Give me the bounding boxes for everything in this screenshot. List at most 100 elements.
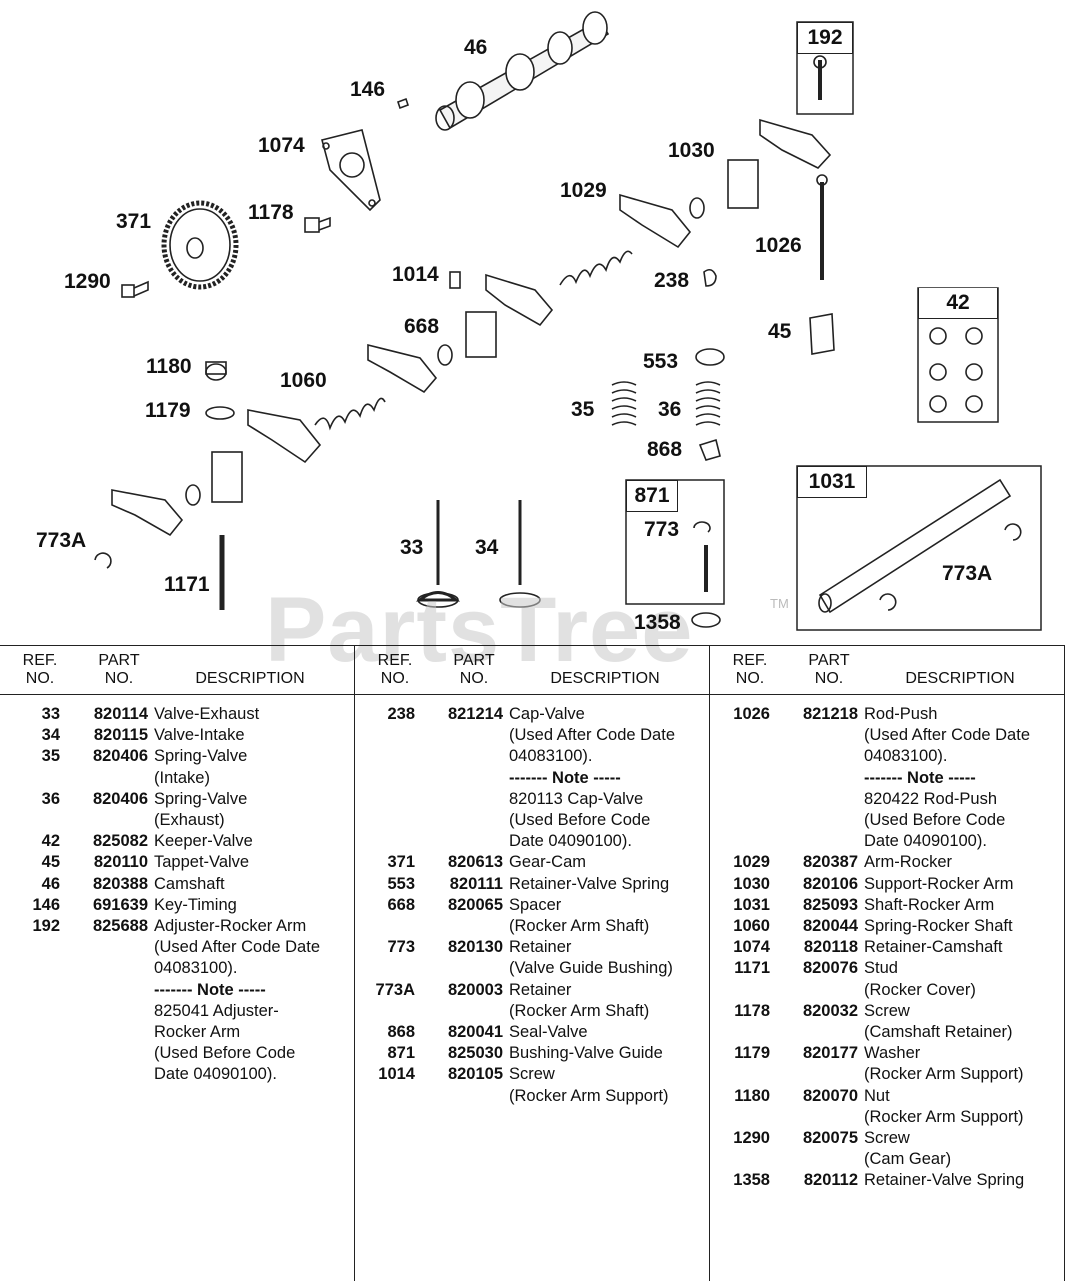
part-description: 820422 Rod-Push (Used Before Code Date 0… [864, 789, 1006, 851]
part-description: Stud (Rocker Cover) [864, 959, 976, 999]
ref-number: 773A [375, 980, 415, 999]
box-label-871: 871 [626, 480, 678, 512]
note-label: ------- Note ----- [509, 768, 621, 787]
callout-868: 868 [647, 438, 683, 461]
note-label: ------- Note ----- [864, 768, 976, 787]
callout-1290: 1290 [64, 270, 111, 293]
part-description: 820113 Cap-Valve (Used Before Code Date … [509, 789, 651, 851]
part-number: 820105 [447, 1065, 503, 1084]
ref-number [0, 980, 60, 1001]
part-number: 820075 [802, 1129, 858, 1148]
part-description: Cap-Valve (Used After Code Date 04083100… [509, 705, 675, 766]
keepers-drawing [929, 327, 983, 413]
part-number: 825688 [92, 917, 148, 936]
column-header: REF. NO. PART NO. DESCRIPTION [0, 646, 354, 695]
part-description: Seal-Valve [509, 1023, 588, 1042]
part-number: 825093 [802, 895, 858, 914]
exploded-parts-diagram: PartsTree TM 192 42 871 1031 773A 46 146… [36, 11, 1042, 681]
part-number: 820112 [803, 1171, 858, 1190]
callout-1171: 1171 [164, 573, 210, 596]
camshaft-drawing [435, 11, 610, 131]
part-description: Screw (Camshaft Retainer) [864, 1001, 1013, 1042]
part-number: 820406 [92, 789, 148, 808]
part-description: Key-Timing [154, 895, 237, 914]
ref-number: 1074 [733, 938, 770, 957]
part-number: 825030 [447, 1044, 503, 1063]
part-description: Spring-Rocker Shaft [864, 917, 1013, 936]
header-ref: REF. NO. [377, 652, 413, 687]
part-description: Camshaft [154, 874, 225, 893]
box-label-192: 192 [797, 22, 853, 54]
callout-1060: 1060 [280, 369, 327, 392]
part-number: 820177 [802, 1044, 858, 1063]
header-part: PART NO. [98, 652, 140, 687]
column-header: REF. NO. PART NO. DESCRIPTION [355, 646, 709, 695]
part-number: 821218 [802, 705, 858, 723]
ref-number: 1171 [734, 959, 770, 978]
part-number: 820130 [447, 938, 503, 957]
box-label-42: 42 [918, 288, 998, 319]
box-label-1031: 1031 [797, 466, 867, 498]
part-number: 820070 [802, 1086, 858, 1105]
callout-1180: 1180 [146, 355, 192, 378]
part-description: Shaft-Rocker Arm [864, 895, 995, 914]
callout-1030: 1030 [668, 139, 715, 162]
part-description: Arm-Rocker [864, 853, 953, 872]
ref-number: 146 [32, 895, 60, 914]
part-description: Keeper-Valve [154, 832, 253, 851]
callout-35: 35 [571, 398, 595, 421]
part-number: 820111 [449, 874, 503, 893]
ref-number: 42 [41, 832, 60, 851]
part-description: Rod-Push (Used After Code Date 04083100)… [864, 705, 1030, 766]
part-description: Screw (Rocker Arm Support) [509, 1065, 669, 1105]
ref-number: 868 [387, 1023, 415, 1042]
callout-1029: 1029 [560, 179, 607, 202]
callout-34: 34 [475, 536, 499, 559]
part-description: Retainer (Rocker Arm Shaft) [509, 980, 650, 1020]
header-description: DESCRIPTION [195, 670, 305, 687]
ref-number: 35 [41, 747, 60, 766]
ref-number: 553 [387, 874, 415, 893]
table-row: 825041 Adjuster- Rocker Arm (Used Before… [0, 1001, 354, 1086]
ref-number: 773 [387, 938, 415, 957]
parts-illustration [94, 11, 1042, 631]
ref-number: 1180 [734, 1086, 770, 1105]
part-number: 820032 [802, 1001, 858, 1020]
part-number: 820115 [93, 726, 148, 745]
part-number: 820065 [447, 895, 503, 914]
part-description: Washer (Rocker Arm Support) [864, 1044, 1024, 1084]
part-number: 820114 [93, 705, 148, 723]
callout-1074: 1074 [258, 134, 305, 157]
callout-668: 668 [404, 315, 440, 338]
callout-371: 371 [116, 210, 152, 233]
callout-45: 45 [768, 320, 792, 343]
part-description: Nut (Rocker Arm Support) [864, 1086, 1024, 1126]
part-description: Adjuster-Rocker Arm (Used After Code Dat… [154, 917, 320, 978]
part-description: Screw (Cam Gear) [864, 1129, 952, 1169]
ref-number: 1178 [734, 1001, 770, 1020]
ref-number: 34 [41, 726, 60, 745]
part-number: 821214 [447, 705, 503, 723]
callout-146: 146 [350, 78, 386, 101]
ref-number: 871 [387, 1044, 415, 1063]
part-description: Gear-Cam [509, 853, 587, 872]
